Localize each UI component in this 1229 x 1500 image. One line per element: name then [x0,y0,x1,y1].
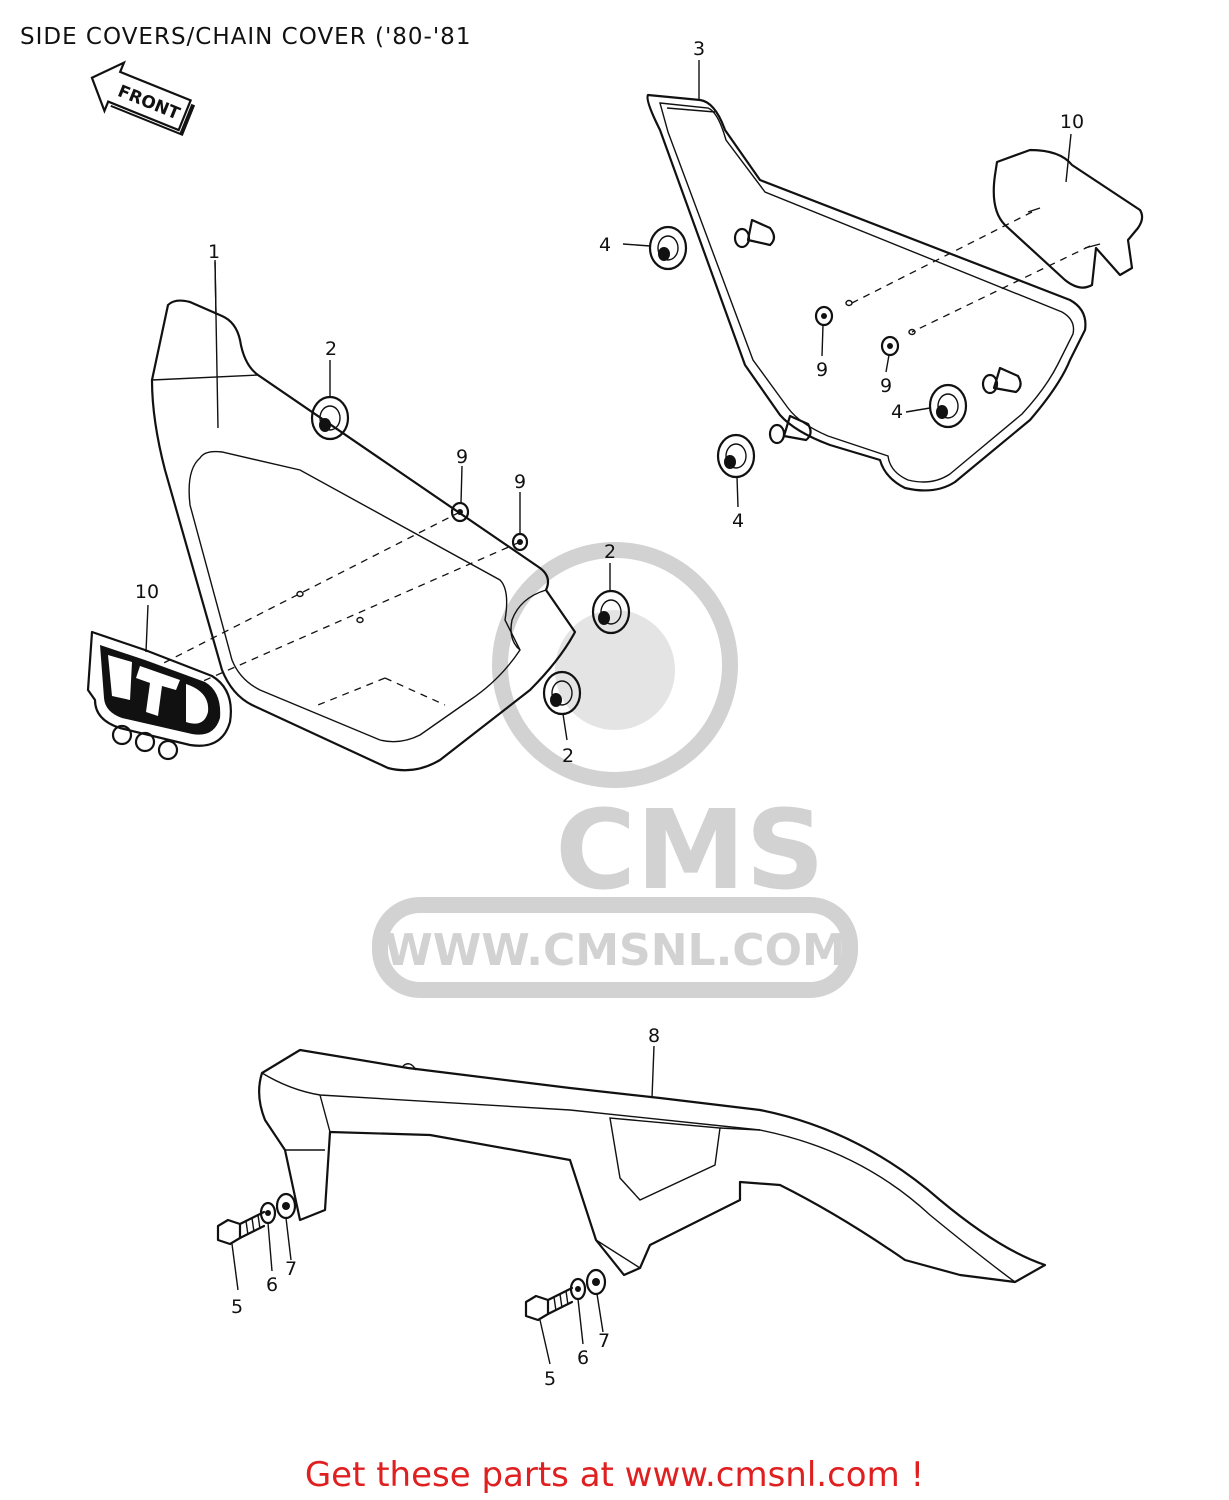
callout-10a: 10 [135,581,159,603]
callout-3: 3 [693,38,705,60]
page-title: SIDE COVERS/CHAIN COVER ('80-'81 [20,24,472,50]
callout-7a: 7 [285,1258,297,1280]
chain-cover [258,1048,1047,1284]
callout-4a: 4 [599,234,611,256]
left-alignment-lines [149,511,521,706]
watermark-logo-face [555,610,675,730]
parts-diagram: CMS WWW.CMSNL.COM FRONT [86,38,1144,1390]
grommet-2c-icon [542,670,582,716]
washer-7b-icon [585,1268,607,1296]
watermark-logo-ring [492,542,738,788]
watermark: CMS WWW.CMSNL.COM [372,542,858,998]
callout-6a: 6 [266,1274,278,1296]
callout-8: 8 [648,1025,660,1047]
watermark-url-text: WWW.CMSNL.COM [384,925,846,976]
nut-9a-icon [450,501,470,523]
callout-5b: 5 [544,1368,556,1390]
watermark-url-band [372,897,858,998]
callout-2a: 2 [325,338,337,360]
callout-4c: 4 [732,510,744,532]
grommet-2b-icon [591,589,631,635]
right-side-cover [646,93,1087,492]
nut-9b-icon [511,532,529,552]
grommet-2a-icon [310,395,350,441]
boss-lower-icon [768,414,812,445]
grommet-4b-icon [928,383,968,429]
boss-right-icon [981,366,1022,395]
bolt-5a-icon [216,1210,266,1246]
emblem-ltd550-left [86,630,232,761]
callout-7b: 7 [598,1330,610,1352]
leader-lines [145,60,1072,1365]
callout-1: 1 [208,241,220,263]
footer-link[interactable]: Get these parts at www.cmsnl.com ! [304,1455,925,1495]
callouts: 1 2 2 2 3 4 4 4 5 5 6 6 7 7 8 9 9 9 9 10… [135,38,1084,1390]
callout-9d: 9 [880,375,892,397]
callout-9b: 9 [514,471,526,493]
front-arrow-icon: FRONT [90,60,196,137]
right-alignment-lines [845,211,1091,336]
washer-6b-icon [569,1277,587,1301]
callout-5a: 5 [231,1296,243,1318]
callout-10b: 10 [1060,111,1084,133]
nut-9c-icon [814,305,834,327]
callout-6b: 6 [577,1347,589,1369]
watermark-logo-text: CMS [555,786,824,914]
bolt-5b-icon [524,1286,574,1322]
grommet-4a-icon [648,225,688,271]
callout-9a: 9 [456,446,468,468]
callout-2b: 2 [604,541,616,563]
washer-7a-icon [275,1192,297,1220]
callout-9c: 9 [816,359,828,381]
nut-9d-icon [880,335,900,357]
boss-upper-icon [733,218,776,249]
callout-4b: 4 [891,401,903,423]
emblem-plate-right [992,148,1144,289]
grommet-4c-icon [716,433,756,479]
callout-2c: 2 [562,745,574,767]
